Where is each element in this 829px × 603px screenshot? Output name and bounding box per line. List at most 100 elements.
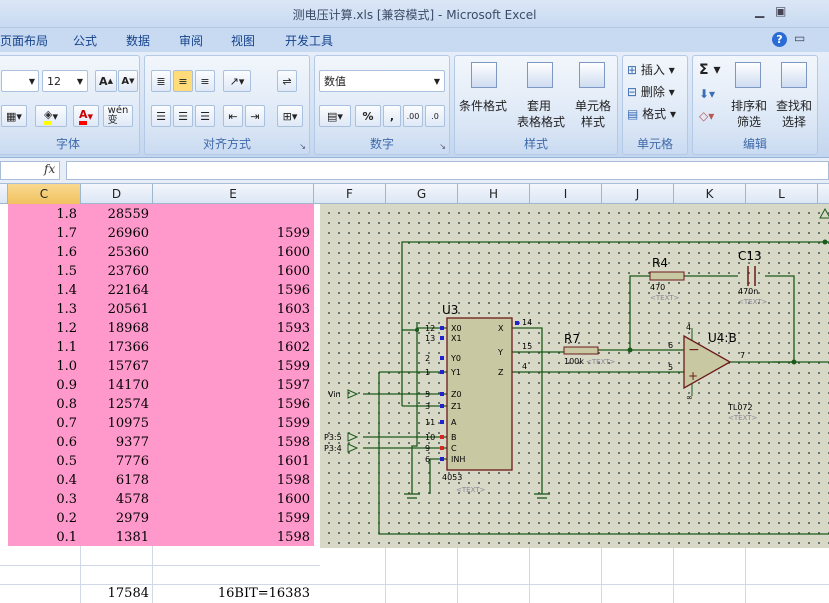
tab-developer[interactable]: 开发工具 xyxy=(285,34,334,48)
cell-e[interactable]: 1600 xyxy=(276,264,310,279)
function-icon[interactable]: fx xyxy=(44,162,56,176)
cell-c[interactable]: 1.4 xyxy=(56,283,77,298)
delete-button[interactable]: ⊟ 删除 ▾ xyxy=(627,85,675,99)
cell-d[interactable]: 7776 xyxy=(115,454,149,469)
align-center-button[interactable]: ☰ xyxy=(173,105,193,127)
tab-formulas[interactable]: 公式 xyxy=(73,34,98,48)
column-header-f[interactable]: F xyxy=(314,184,386,204)
cell-e[interactable]: 1600 xyxy=(276,492,310,507)
align-top-button[interactable]: ≣ xyxy=(151,70,171,92)
cell-e[interactable]: 1599 xyxy=(276,226,310,241)
increase-decimal-button[interactable]: .00 xyxy=(403,105,423,127)
cell-d[interactable]: 28559 xyxy=(107,207,149,222)
align-right-button[interactable]: ☰ xyxy=(195,105,215,127)
cell-d[interactable]: 12574 xyxy=(107,397,149,412)
align-middle-button[interactable]: ≡ xyxy=(173,70,193,92)
decrease-indent-button[interactable]: ⇤ xyxy=(223,105,243,127)
cell-d[interactable]: 18968 xyxy=(107,321,149,336)
column-header-i[interactable]: I xyxy=(530,184,602,204)
cell-e[interactable]: 1597 xyxy=(276,378,310,393)
cell-d[interactable]: 17366 xyxy=(107,340,149,355)
name-box[interactable] xyxy=(0,161,60,180)
dialog-launcher-icon[interactable]: ↘ xyxy=(299,142,306,151)
cell-e[interactable]: 1601 xyxy=(276,454,310,469)
font-color-button[interactable]: A▾ xyxy=(73,105,99,127)
cell-e[interactable]: 1602 xyxy=(276,340,310,355)
clear-icon[interactable]: ◇▾ xyxy=(699,109,715,123)
cell-c[interactable]: 1.6 xyxy=(56,245,77,260)
decrease-decimal-button[interactable]: .0 xyxy=(425,105,445,127)
cell-e[interactable]: 1599 xyxy=(276,511,310,526)
shrink-font-button[interactable]: A▼ xyxy=(118,70,138,92)
cell-e[interactable]: 1596 xyxy=(276,397,310,412)
cell-c[interactable]: 0.4 xyxy=(56,473,77,488)
cell-d[interactable]: 26960 xyxy=(107,226,149,241)
cell-c[interactable]: 1.3 xyxy=(56,302,77,317)
comma-button[interactable]: , xyxy=(383,105,401,127)
cell-c[interactable]: 0.9 xyxy=(56,378,77,393)
conditional-format-button[interactable]: 条件格式 xyxy=(458,99,507,113)
cell-d[interactable]: 4578 xyxy=(115,492,149,507)
autosum-icon[interactable]: Σ ▾ xyxy=(699,62,721,78)
format-table-line1[interactable]: 套用 xyxy=(526,99,551,113)
cell-d[interactable]: 25360 xyxy=(107,245,149,260)
column-header-c[interactable]: C xyxy=(8,184,81,204)
cell-e-note[interactable]: 16BIT=16383 xyxy=(217,586,310,601)
tab-view[interactable]: 视图 xyxy=(231,34,256,48)
fill-icon[interactable]: ⬇▾ xyxy=(699,87,716,101)
find-select-line2[interactable]: 选择 xyxy=(781,115,806,129)
cell-c[interactable]: 1.5 xyxy=(56,264,77,279)
column-header-d[interactable]: D xyxy=(81,184,153,204)
cell-e[interactable]: 1596 xyxy=(276,283,310,298)
column-header-h[interactable]: H xyxy=(458,184,530,204)
align-bottom-button[interactable]: ≡ xyxy=(195,70,215,92)
cell-c[interactable]: 0.8 xyxy=(56,397,77,412)
tab-page-layout[interactable]: 页面布局 xyxy=(0,34,49,48)
minimize-button[interactable]: ▁ xyxy=(755,4,765,18)
column-header-e[interactable]: E xyxy=(153,184,314,204)
cell-e[interactable]: 1598 xyxy=(276,530,310,545)
tab-data[interactable]: 数据 xyxy=(126,34,151,48)
fill-color-button[interactable]: ◈▾ xyxy=(35,105,67,127)
currency-button[interactable]: ▤▾ xyxy=(319,105,351,127)
cell-e[interactable]: 1598 xyxy=(276,473,310,488)
tab-review[interactable]: 审阅 xyxy=(179,34,204,48)
cell-d[interactable]: 20561 xyxy=(107,302,149,317)
cell-d[interactable]: 22164 xyxy=(107,283,149,298)
column-header-j[interactable]: J xyxy=(602,184,674,204)
cell-c[interactable]: 0.7 xyxy=(56,416,77,431)
insert-button[interactable]: ⊞ 插入 ▾ xyxy=(627,63,675,77)
cell-d[interactable]: 15767 xyxy=(107,359,149,374)
cell-e[interactable]: 1599 xyxy=(276,359,310,374)
cell-styles-line2[interactable]: 样式 xyxy=(580,115,605,129)
cell-c[interactable]: 1.1 xyxy=(56,340,77,355)
cell-styles-line1[interactable]: 单元格 xyxy=(574,99,611,113)
cell-e[interactable]: 1599 xyxy=(276,416,310,431)
cell-d[interactable]: 23760 xyxy=(107,264,149,279)
merge-center-button[interactable]: ⊞▾ xyxy=(277,105,303,127)
find-select-line1[interactable]: 查找和 xyxy=(775,99,812,113)
format-table-line2[interactable]: 表格格式 xyxy=(516,115,565,129)
orientation-button[interactable]: ↗▾ xyxy=(223,70,251,92)
cell-c[interactable]: 0.1 xyxy=(56,530,77,545)
cell-d[interactable]: 10975 xyxy=(107,416,149,431)
font-size-select[interactable]: 12▼ xyxy=(42,70,88,92)
format-button[interactable]: ▤ 格式 ▾ xyxy=(627,107,677,121)
grow-font-button[interactable]: A▲ xyxy=(95,70,117,92)
cell-e[interactable]: 1600 xyxy=(276,245,310,260)
column-header-g[interactable]: G xyxy=(386,184,458,204)
dialog-launcher-icon[interactable]: ↘ xyxy=(439,142,446,151)
cell-d[interactable]: 14170 xyxy=(107,378,149,393)
cell-c[interactable]: 1.7 xyxy=(56,226,77,241)
cell-c[interactable]: 1.8 xyxy=(56,207,77,222)
cell-e[interactable]: 1593 xyxy=(276,321,310,336)
cell-d[interactable]: 9377 xyxy=(115,435,149,450)
cell-c[interactable]: 0.5 xyxy=(56,454,77,469)
cell-c[interactable]: 0.3 xyxy=(56,492,77,507)
cell-d-total[interactable]: 17584 xyxy=(107,586,149,601)
cell-e[interactable]: 1598 xyxy=(276,435,310,450)
cell-c[interactable]: 0.2 xyxy=(56,511,77,526)
font-name-select[interactable]: ▼ xyxy=(1,70,39,92)
